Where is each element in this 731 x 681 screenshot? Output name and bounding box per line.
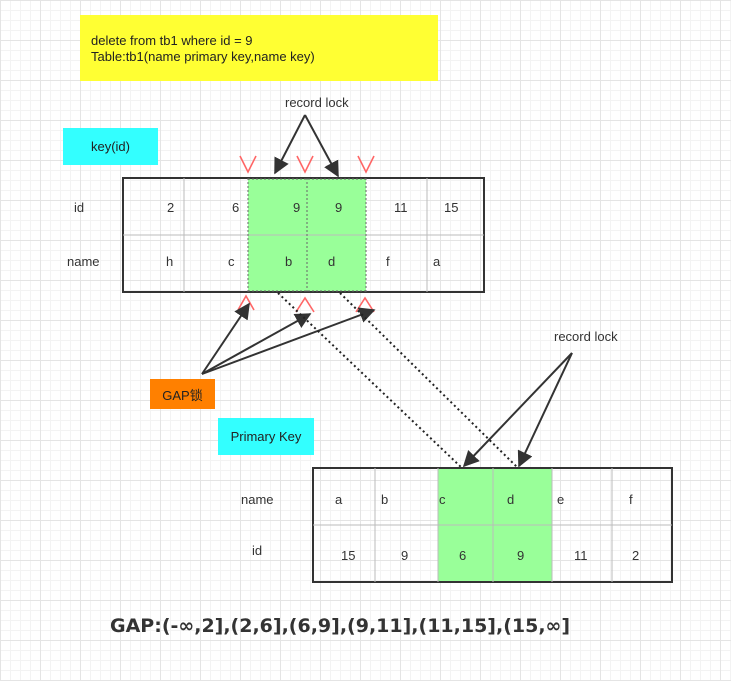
table-definition: Table:tb1(name primary key,name key) (91, 49, 315, 64)
sql-note: delete from tb1 where id = 9 Table:tb1(n… (80, 15, 438, 81)
sql-statement: delete from tb1 where id = 9 (91, 33, 253, 48)
secondary-name-cell: f (386, 254, 390, 269)
gap-marker-bottom-2 (295, 296, 315, 313)
secondary-row-label-id: id (74, 200, 85, 215)
record-lock-label-right: record lock (554, 329, 618, 344)
primary-id-cell-locked: 6 (459, 548, 467, 563)
primary-key-text: Primary Key (230, 429, 302, 444)
primary-row-label-name: name (241, 492, 274, 507)
primary-key-label: Primary Key (218, 418, 314, 455)
secondary-id-cell: 6 (232, 200, 240, 215)
record-lock-arrows-top (274, 114, 339, 178)
secondary-name-cell: a (433, 254, 441, 269)
primary-row-label-id: id (252, 543, 263, 558)
secondary-name-cell-locked: b (285, 254, 293, 269)
gap-lock-arrows (201, 302, 376, 375)
secondary-id-cell: 11 (394, 200, 408, 215)
secondary-name-cell: h (166, 254, 174, 269)
gap-summary: GAP:(-∞,2],(2,6],(6,9],(9,11],(11,15],(1… (110, 615, 571, 637)
primary-id-cell: 11 (574, 548, 588, 563)
primary-name-cell-locked: c (439, 492, 446, 507)
key-id-text: key(id) (90, 139, 130, 154)
secondary-name-cell: c (228, 254, 235, 269)
primary-id-cell: 2 (632, 548, 640, 563)
secondary-id-cell: 2 (167, 200, 175, 215)
secondary-row-label-name: name (67, 254, 100, 269)
gap-marker-top-3 (357, 155, 375, 174)
primary-id-cell: 15 (341, 548, 356, 563)
record-lock-label-top: record lock (285, 95, 349, 110)
primary-index-table (312, 467, 673, 583)
secondary-index-table (122, 177, 485, 293)
primary-name-cell: a (335, 492, 343, 507)
primary-name-cell: b (381, 492, 389, 507)
index-correspondence-lines (277, 292, 519, 469)
gap-lock-label: GAP锁 (150, 379, 215, 409)
primary-id-cell-locked: 9 (517, 548, 525, 563)
record-lock-arrows-right (462, 352, 573, 468)
secondary-id-cell-locked: 9 (293, 200, 301, 215)
secondary-name-cell-locked: d (328, 254, 336, 269)
gap-marker-bottom-3 (355, 296, 375, 313)
gap-lock-text: GAP锁 (162, 387, 203, 403)
primary-name-cell-locked: d (507, 492, 515, 507)
secondary-id-cell-locked: 9 (335, 200, 343, 215)
gap-marker-top-1 (239, 155, 257, 174)
primary-name-cell: f (629, 492, 633, 507)
secondary-id-cell: 15 (444, 200, 459, 215)
primary-name-cell: e (557, 492, 565, 507)
gap-marker-top-2 (296, 155, 314, 174)
primary-id-cell: 9 (401, 548, 409, 563)
key-id-label: key(id) (63, 128, 158, 165)
